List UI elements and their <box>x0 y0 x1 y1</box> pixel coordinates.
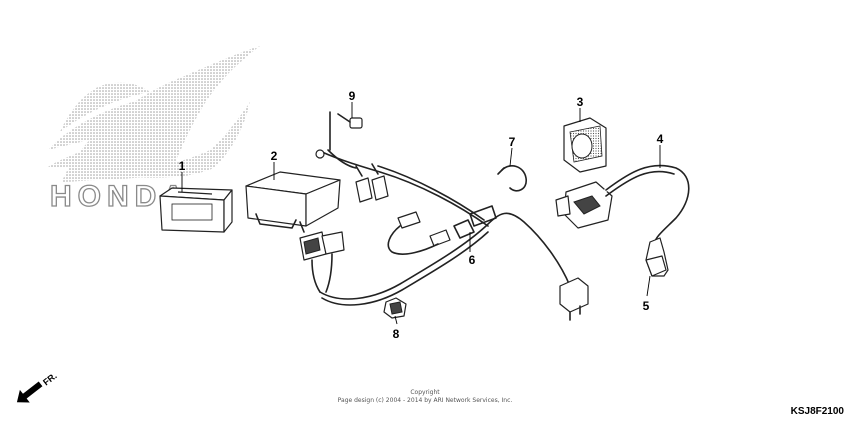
callout-7[interactable]: 7 <box>509 135 516 149</box>
part-6-wire-harness[interactable] <box>299 111 589 321</box>
diagram-code: KSJ8F2100 <box>791 406 845 417</box>
callout-2[interactable]: 2 <box>271 149 278 163</box>
part-5-spark-plug-cap[interactable] <box>645 237 669 277</box>
part-7-clamp[interactable] <box>497 165 527 192</box>
callout-5[interactable]: 5 <box>643 299 650 313</box>
callout-3[interactable]: 3 <box>577 95 584 109</box>
front-direction-label: FR. <box>41 371 59 388</box>
part-9-bolt[interactable] <box>337 113 363 129</box>
leader-lines <box>181 102 661 325</box>
part-1-case[interactable] <box>159 187 233 233</box>
part-4-ignition-coil[interactable] <box>555 163 691 246</box>
callout-4[interactable]: 4 <box>657 132 664 146</box>
callout-9[interactable]: 9 <box>349 89 356 103</box>
callout-8[interactable]: 8 <box>393 327 400 341</box>
part-8-band[interactable] <box>383 297 407 319</box>
callout-1[interactable]: 1 <box>179 159 186 173</box>
callout-6[interactable]: 6 <box>469 253 476 267</box>
part-2-cdi-unit[interactable] <box>245 171 341 233</box>
front-direction-arrow: FR. <box>16 371 59 403</box>
copyright-line-2: Page design (c) 2004 - 2014 by ARI Netwo… <box>338 397 513 404</box>
honda-wing-logo <box>46 46 260 182</box>
copyright-line-1: Copyright <box>410 389 440 396</box>
part-3-coil-mount[interactable] <box>563 117 607 173</box>
